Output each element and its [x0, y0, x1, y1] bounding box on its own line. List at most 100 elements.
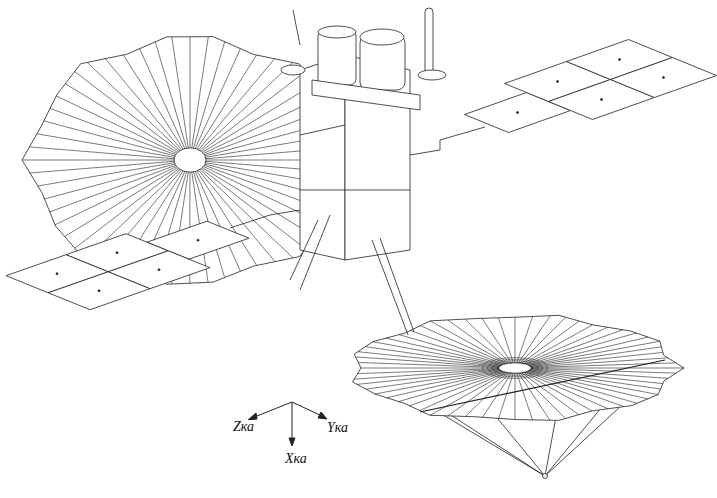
dish-rib [366, 368, 515, 389]
panel-dot [98, 290, 100, 292]
array-boom [440, 127, 485, 140]
dish-rib [515, 368, 516, 420]
dish-rib [44, 121, 190, 160]
dish-rim [353, 315, 684, 420]
dish-hub [499, 363, 531, 373]
panel-dot [557, 81, 559, 83]
focal-point [543, 474, 548, 479]
body-seam [300, 125, 345, 135]
axis-line [292, 402, 322, 416]
dish-rib [65, 160, 190, 237]
dish-ring [483, 358, 548, 379]
axis-label: Yка [326, 421, 349, 435]
arrowhead [318, 412, 327, 419]
dish-rib [75, 72, 190, 161]
dish-rib [190, 49, 240, 160]
dish-rib [87, 62, 190, 160]
strut [290, 215, 330, 290]
dish-rib [482, 318, 515, 368]
panel-dot [619, 59, 621, 61]
dish-rib [37, 134, 190, 160]
panel-dot [601, 99, 603, 101]
dish-rib [190, 72, 305, 160]
antenna-mast [425, 8, 433, 78]
array-boom [410, 140, 440, 155]
dish-rib [357, 368, 515, 384]
dish-rib [50, 108, 190, 160]
array-boom [270, 210, 300, 215]
dish-hub [174, 148, 206, 172]
dish-rib [361, 368, 515, 369]
panel-dot [517, 112, 519, 114]
dish-rib [38, 160, 190, 186]
dish-rib [411, 331, 516, 369]
generated-geometry [6, 37, 717, 479]
feed-boom [420, 360, 665, 412]
dish-rib [354, 368, 515, 379]
dish-rim [22, 37, 358, 285]
dish-rib [515, 368, 661, 389]
dish-rib [190, 59, 275, 160]
small-dish [418, 70, 446, 80]
dish-rib [190, 160, 225, 278]
dish-rib [22, 160, 190, 161]
dish-rib [515, 368, 533, 420]
solar-panel [611, 58, 717, 98]
array-boom [230, 215, 270, 228]
dish-rib [448, 368, 515, 416]
dish-rib [448, 320, 515, 368]
dish-rib [140, 49, 190, 160]
panel-dot [663, 77, 665, 79]
platform [312, 80, 420, 110]
tank-top [318, 26, 356, 38]
dish-rib [515, 368, 579, 415]
dish-rib [190, 37, 191, 160]
arrowhead [289, 438, 295, 446]
dish-rib [515, 321, 579, 368]
dish-rib [190, 84, 315, 160]
dish-rib [420, 368, 515, 411]
mast [293, 10, 300, 45]
dish-rib [515, 317, 516, 368]
dish-ring [497, 362, 533, 373]
dish-rib [515, 368, 658, 395]
dish-rib [515, 327, 608, 368]
dish-ring [492, 361, 537, 376]
dish-rib [515, 317, 533, 369]
dish-rib [365, 347, 515, 368]
dish-rib [123, 55, 190, 160]
panel-dot [158, 269, 160, 271]
solar-panel [6, 255, 108, 293]
dish-rib [515, 368, 637, 403]
dish-rib [430, 368, 515, 415]
axis-label: Zка [232, 420, 255, 434]
dish-rib [386, 338, 515, 368]
panel-dot [197, 239, 199, 241]
dish-rib [515, 368, 684, 369]
dish-rib [190, 63, 293, 161]
dish-rib [515, 368, 565, 419]
dish-boom [372, 238, 414, 335]
dish-rib [373, 342, 515, 368]
dish-rib [515, 368, 550, 420]
dish-rib [399, 368, 515, 402]
axis-line [292, 402, 293, 440]
dish-rib [155, 42, 190, 160]
dish-rib [50, 160, 190, 212]
axes [248, 402, 327, 446]
dish-rib [430, 321, 515, 368]
dish-rib [515, 333, 636, 368]
small-dish [281, 65, 305, 75]
body-seam [300, 190, 410, 191]
dish-rib [55, 160, 190, 225]
panel-dot [56, 273, 58, 275]
axis-label: Xка [284, 452, 308, 466]
dish-rib [515, 368, 648, 399]
axis-line [252, 402, 292, 418]
dish-rib [172, 37, 190, 160]
dish-rib [515, 368, 624, 407]
arrowhead [248, 413, 257, 420]
dish-rib [30, 160, 190, 173]
